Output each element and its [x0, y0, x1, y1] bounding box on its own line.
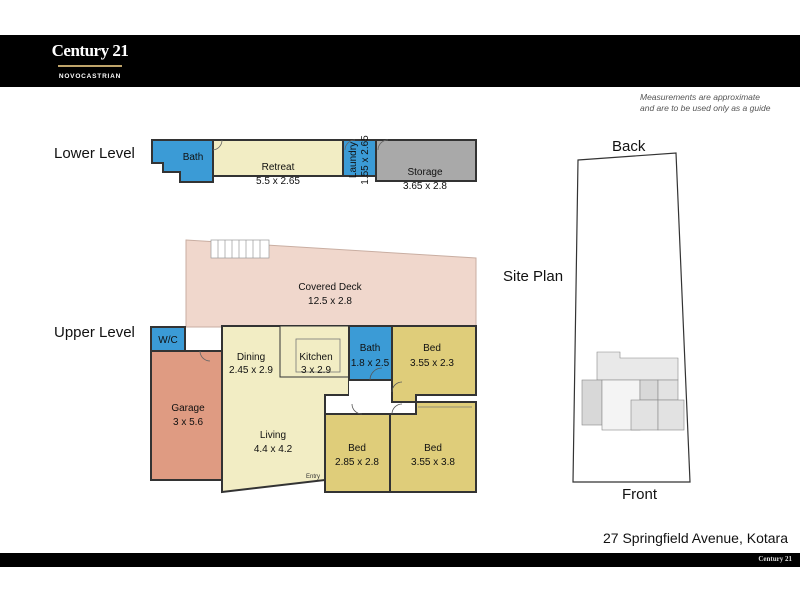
bed3-dims: 3.55 x 3.8: [411, 457, 455, 468]
footer-logo: Century 21: [758, 555, 792, 563]
site-plan-title: Site Plan: [503, 268, 564, 285]
dining-dims: 2.45 x 2.9: [229, 365, 273, 376]
door-swing-storage: [377, 139, 389, 151]
room-laundry: [342, 139, 377, 177]
logo-roofline: [58, 65, 122, 67]
dining-name: Dining: [237, 352, 265, 363]
site-boundary: [572, 152, 691, 483]
laundry-dims: 1.55 x 2.65: [360, 135, 371, 185]
door-swing-bed-1: [391, 381, 403, 393]
brand-office: NOVOCASTRIAN: [58, 73, 122, 80]
kitchen-name: Kitchen: [299, 352, 332, 363]
door-swing-laundry: [344, 139, 356, 151]
storage-name: Storage: [407, 167, 442, 178]
deck-stairs: [210, 239, 270, 259]
door-swing-bed-2: [351, 403, 363, 415]
footer-bar: [0, 553, 800, 567]
disclaimer: Measurements are approximate and are to …: [640, 92, 790, 114]
brand-name: Century 21: [51, 41, 129, 60]
upper-bath-dims: 1.8 x 2.5: [351, 358, 390, 369]
upper-bath-name: Bath: [360, 343, 381, 354]
living-dims: 4.4 x 4.2: [254, 444, 293, 455]
room-bed-1: [391, 325, 477, 403]
kitchen-dims: 3 x 2.9: [301, 365, 331, 376]
laundry-name: Laundry: [348, 142, 359, 178]
lower-bath-name: Bath: [183, 152, 204, 163]
bed1-name: Bed: [423, 343, 441, 354]
disclaimer-line-1: Measurements are approximate: [640, 92, 761, 102]
entry-label: Entry: [306, 474, 320, 480]
lower-level-plan: Bath Retreat 5.5 x 2.65 Laundry 1.55 x 2…: [151, 135, 477, 192]
retreat-name: Retreat: [262, 162, 295, 173]
bed1-dims: 3.55 x 2.3: [410, 358, 454, 369]
wc-name: W/C: [158, 335, 177, 346]
room-retreat: [212, 139, 344, 177]
garage-dims: 3 x 5.6: [173, 417, 203, 428]
site-plan: [572, 152, 691, 483]
disclaimer-line-2: and are to be used only as a guide: [640, 103, 771, 113]
living-name: Living: [260, 430, 286, 441]
header-bar: [0, 35, 800, 87]
site-house-footprint: [581, 351, 685, 431]
deck-dims: 12.5 x 2.8: [308, 296, 352, 307]
bed3-name: Bed: [424, 443, 442, 454]
site-front-label: Front: [622, 486, 658, 503]
door-swing-garage: [199, 350, 211, 362]
deck-name: Covered Deck: [298, 282, 362, 293]
room-garage: [150, 350, 223, 481]
bed2-dims: 2.85 x 2.8: [335, 457, 379, 468]
hallway: [349, 380, 392, 410]
room-storage: [375, 139, 477, 182]
retreat-dims: 5.5 x 2.65: [256, 176, 300, 187]
door-swing-bed-3: [391, 403, 403, 415]
property-address: 27 Springfield Avenue, Kotara: [603, 530, 788, 546]
site-back-label: Back: [612, 138, 646, 155]
room-wc: [150, 326, 186, 352]
garage-name: Garage: [171, 403, 205, 414]
kitchen-bench: [295, 338, 341, 373]
brand-logo: Century 21 NOVOCASTRIAN: [48, 35, 132, 85]
upper-level-label: Upper Level: [54, 324, 135, 341]
lower-level-label: Lower Level: [54, 145, 135, 162]
door-swing-retreat: [212, 139, 223, 151]
bed2-name: Bed: [348, 443, 366, 454]
storage-dims: 3.65 x 2.8: [403, 181, 447, 192]
upper-level-plan: Covered Deck 12.5 x 2.8 W/C Garage 3 x 5…: [150, 239, 477, 494]
room-bed-3: [389, 401, 477, 493]
door-swing-bath: [369, 367, 383, 381]
